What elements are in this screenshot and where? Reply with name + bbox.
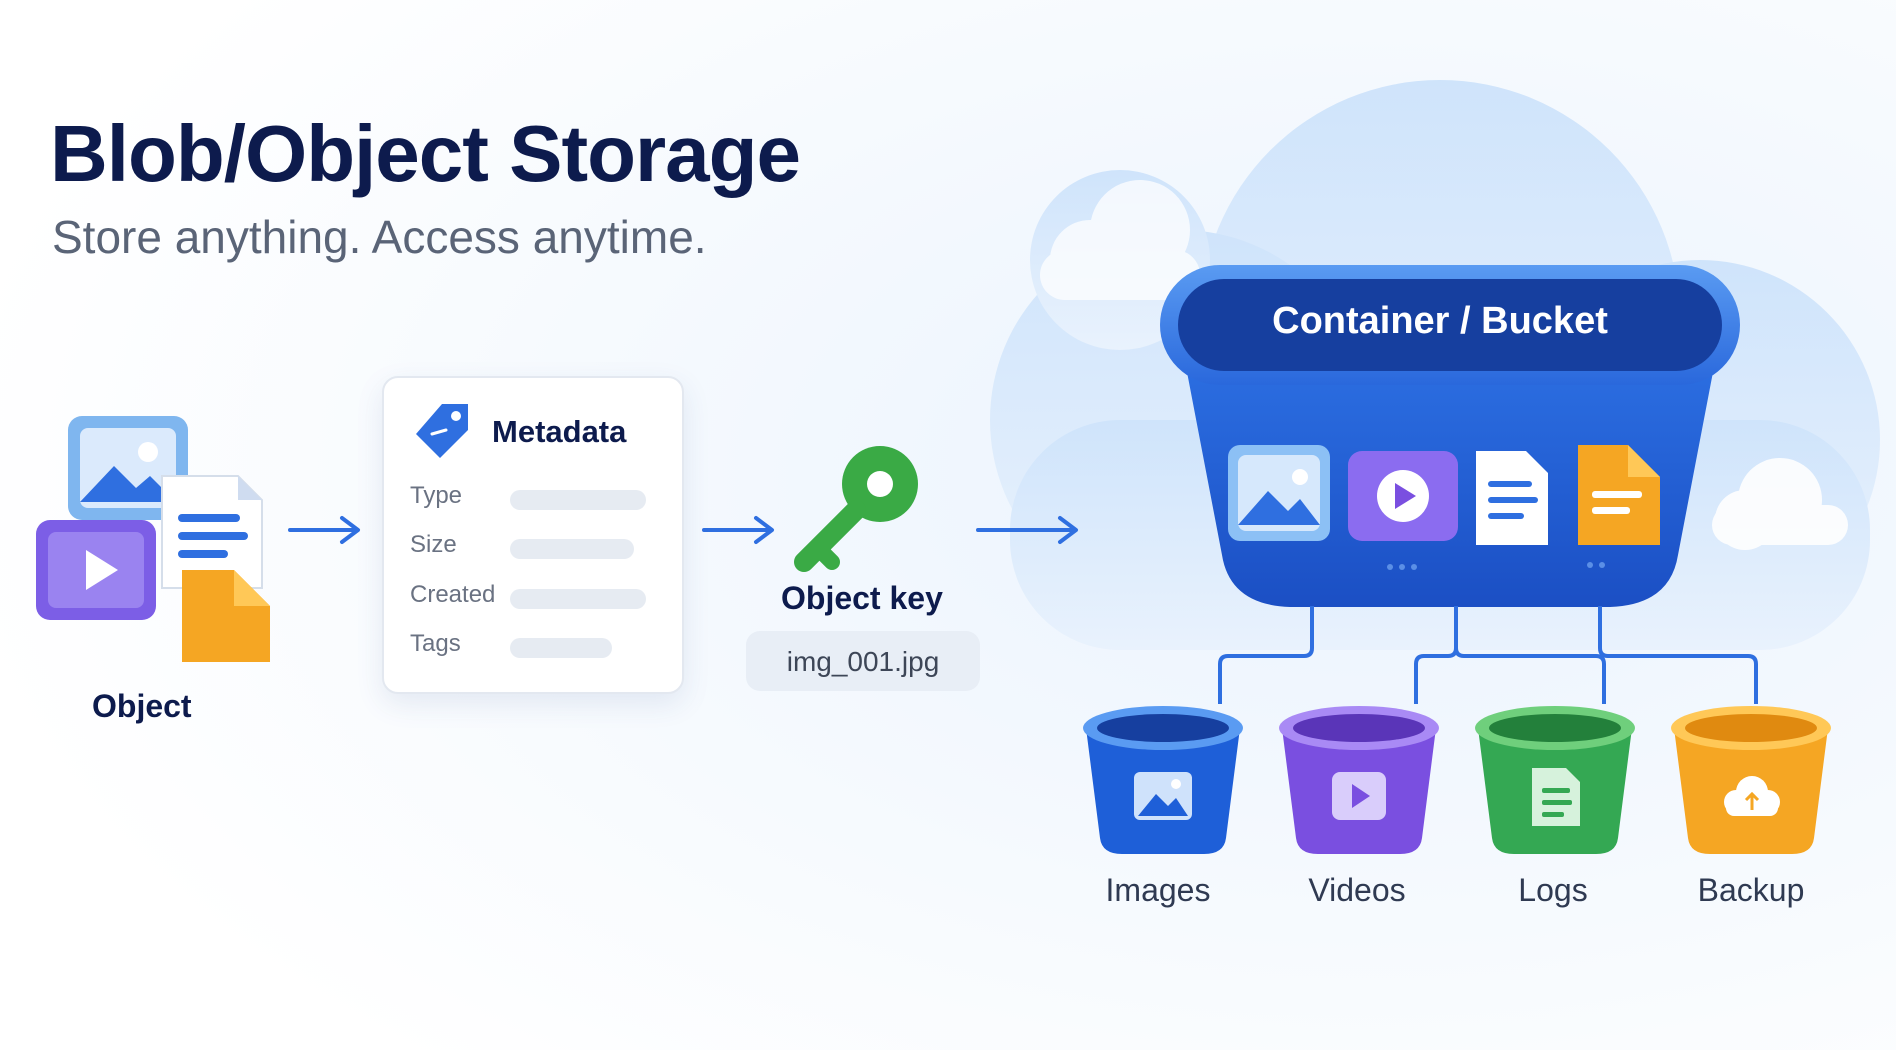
metadata-row-type: Type [410, 482, 660, 512]
folder-icon [182, 570, 270, 662]
document-icon [1532, 768, 1580, 826]
metadata-field-label: Created [410, 581, 496, 608]
metadata-row-tags: Tags [410, 630, 660, 660]
metadata-value-placeholder [510, 638, 612, 658]
object-key-label: Object key [781, 580, 943, 616]
arrow-right-icon [976, 516, 1078, 544]
folder-icon [1578, 445, 1660, 545]
metadata-row-created: Created [410, 581, 660, 611]
play-icon [1348, 451, 1458, 541]
bucket-logs [1475, 706, 1635, 854]
bucket-label-backup: Backup [1697, 872, 1805, 908]
metadata-card: Metadata Type Size Created Tags [382, 376, 684, 694]
bucket-images [1083, 706, 1243, 854]
video-icon [36, 520, 156, 620]
object-key-value-pill: img_001.jpg [746, 631, 980, 691]
small-cloud-icon [1712, 458, 1848, 550]
more-dots-icon [1387, 562, 1605, 570]
play-icon [1332, 772, 1386, 820]
arrow-right-icon [288, 516, 360, 544]
image-icon [1228, 445, 1330, 541]
document-icon [1476, 451, 1548, 545]
small-cloud-left [1040, 180, 1200, 300]
metadata-row-size: Size [410, 531, 660, 561]
cloud-icon [1724, 776, 1780, 816]
bucket-label-videos: Videos [1308, 872, 1406, 908]
bucket-backup [1671, 706, 1831, 854]
metadata-field-label: Type [410, 482, 463, 509]
document-icon [161, 475, 263, 589]
container-bucket [1160, 265, 1740, 607]
metadata-value-placeholder [510, 589, 646, 609]
metadata-title: Metadata [492, 414, 627, 449]
object-key-value: img_001.jpg [786, 646, 940, 677]
metadata-value-placeholder [510, 490, 646, 510]
object-icon-cluster [36, 416, 270, 662]
page-title: Blob/Object Storage [50, 109, 801, 198]
metadata-value-placeholder [510, 539, 634, 559]
metadata-field-label: Size [410, 531, 457, 558]
arrow-right-icon [702, 516, 774, 544]
image-icon [1134, 772, 1192, 820]
bucket-label-images: Images [1105, 872, 1211, 908]
page-subtitle: Store anything. Access anytime. [52, 211, 707, 263]
tag-icon [416, 404, 468, 458]
bucket-videos [1279, 706, 1439, 854]
metadata-field-label: Tags [410, 630, 461, 657]
bucket-connectors [1218, 606, 1758, 704]
image-icon [68, 416, 188, 520]
object-label: Object [92, 688, 192, 724]
container-label: Container / Bucket [1272, 300, 1608, 342]
bucket-label-logs: Logs [1518, 872, 1588, 908]
key-icon [794, 446, 918, 572]
